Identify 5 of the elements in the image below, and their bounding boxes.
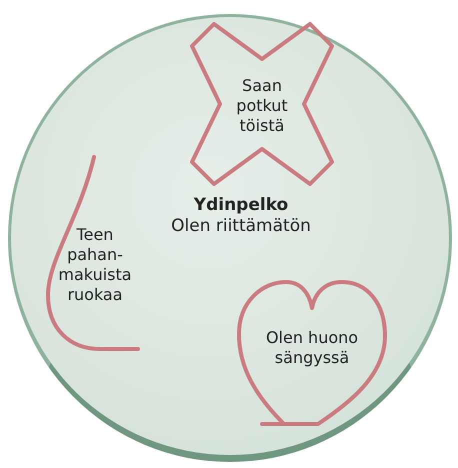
shape-label: Olen huono sängyssä xyxy=(264,328,360,368)
core-fear-text: Olen riittämätön xyxy=(170,216,312,237)
core-fear-heading: Ydinpelko xyxy=(192,195,290,216)
shape-label: Saan potkut töistä xyxy=(235,76,289,136)
shape-label: Teen pahan-makuista ruokaa xyxy=(57,225,133,305)
